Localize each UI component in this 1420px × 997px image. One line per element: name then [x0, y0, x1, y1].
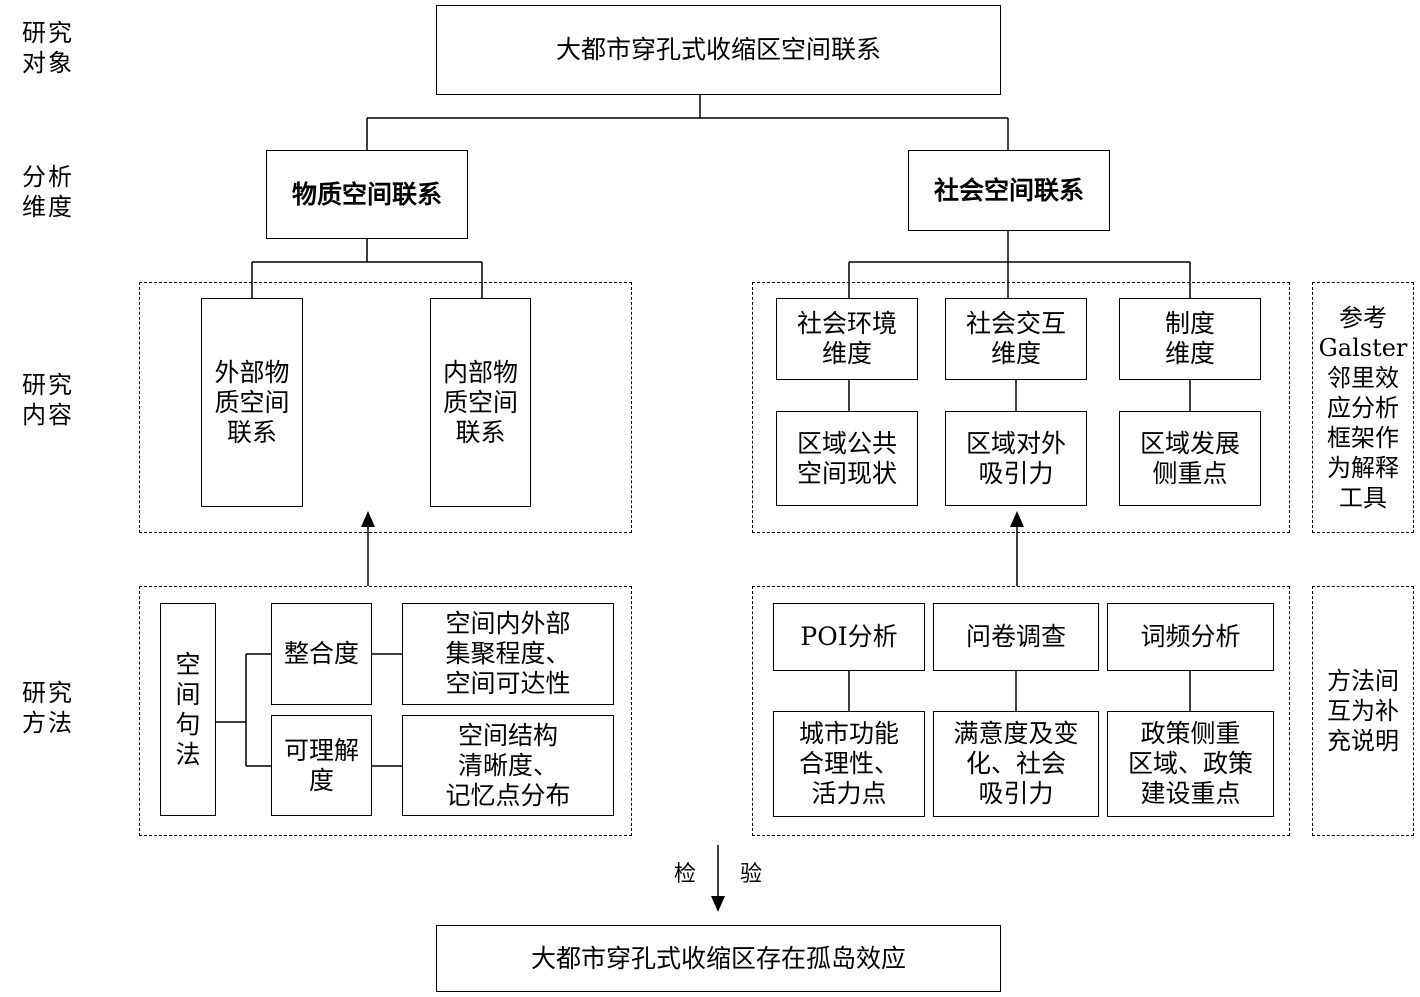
- poi-analysis-box: POI分析: [773, 603, 925, 671]
- space-syntax-box: 空 间 句 法: [160, 603, 216, 816]
- satisfaction-result: 满意度及变 化、社会 吸引力: [933, 711, 1099, 817]
- label-research-method: 研究 方法: [22, 679, 74, 737]
- integration-description: 空间内外部 集聚程度、 空间可达性: [402, 603, 614, 705]
- label-research-object: 研究 对象: [22, 19, 74, 77]
- word-frequency-box: 词频分析: [1107, 603, 1274, 671]
- label-research-content: 研究 内容: [22, 371, 74, 429]
- external-attraction: 区域对外 吸引力: [945, 411, 1087, 506]
- physical-method-group: [139, 586, 632, 836]
- internal-physical-connection: 内部物 质空间 联系: [430, 298, 531, 507]
- institutional-dimension: 制度 维度: [1119, 298, 1261, 380]
- social-connection-box: 社会空间联系: [908, 150, 1110, 231]
- physical-connection-box: 物质空间联系: [266, 150, 468, 239]
- social-interaction-dimension: 社会交互 维度: [945, 298, 1087, 380]
- social-method-group: [752, 586, 1290, 836]
- top-box: 大都市穿孔式收缩区空间联系: [436, 5, 1001, 95]
- urban-function-result: 城市功能 合理性、 活力点: [773, 711, 925, 817]
- questionnaire-box: 问卷调查: [933, 603, 1099, 671]
- social-content-group: [752, 282, 1290, 533]
- intelligibility-box: 可理解 度: [271, 715, 372, 816]
- galster-note-group: [1312, 282, 1414, 533]
- physical-content-group: [139, 282, 632, 533]
- social-environment-dimension: 社会环境 维度: [776, 298, 918, 380]
- policy-focus-result: 政策侧重 区域、政策 建设重点: [1107, 711, 1274, 817]
- method-note-text: 方法间 互为补 充说明: [1327, 667, 1399, 755]
- check-label-right: 验: [740, 862, 763, 887]
- external-physical-connection: 外部物 质空间 联系: [201, 298, 303, 507]
- integration-box: 整合度: [271, 603, 372, 705]
- label-analysis-dimension: 分析 维度: [22, 163, 74, 221]
- method-note-group: [1312, 586, 1414, 836]
- public-space-status: 区域公共 空间现状: [776, 411, 918, 506]
- intelligibility-description: 空间结构 清晰度、 记忆点分布: [402, 715, 614, 816]
- galster-note-text: 参考 Galster 邻里效 应分析 框架作 为解释 工具: [1318, 303, 1408, 512]
- check-label-left: 检: [674, 862, 697, 887]
- bottom-box: 大都市穿孔式收缩区存在孤岛效应: [436, 925, 1001, 992]
- development-focus: 区域发展 侧重点: [1119, 411, 1261, 506]
